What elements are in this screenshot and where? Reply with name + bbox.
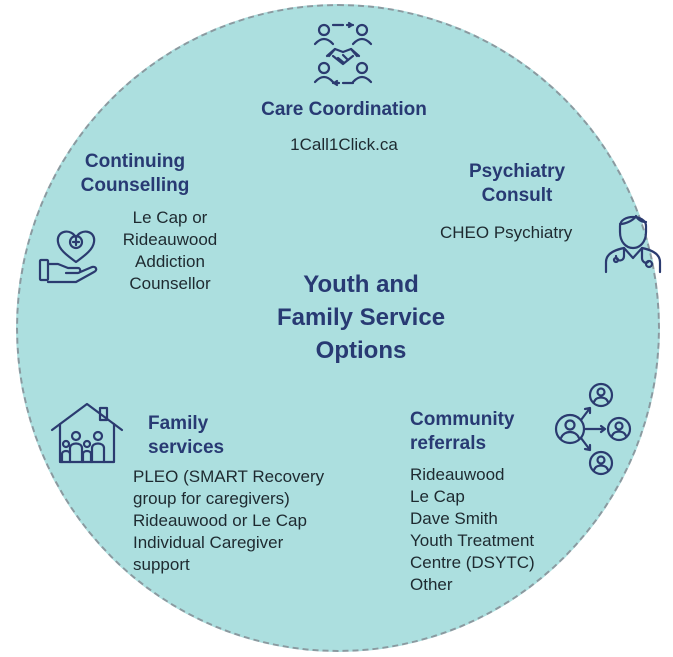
referral-line-2: Le Cap [410,487,465,506]
family-line-3: Rideauwood or Le Cap [133,511,307,530]
center-title-line-1: Youth and [303,271,419,298]
psychiatry-heading-1: Psychiatry [468,161,566,182]
handshake-people-icon [313,21,373,87]
center-title-line-2: Family Service [276,304,446,331]
family-services-heading-2: services [148,437,225,458]
care-coordination-text: 1Call1Click.ca [290,135,398,154]
counselling-line-3: Addiction [135,252,205,271]
doctor-icon [604,214,662,274]
family-house-icon [50,402,124,464]
community-referrals-heading-2: referrals [410,433,487,454]
center-title-line-3: Options [315,337,407,364]
family-services-heading-1: Family [148,413,209,434]
family-line-1: PLEO (SMART Recovery [133,467,325,486]
referral-line-5: Centre (DSYTC) [410,553,535,572]
hand-heart-icon [38,230,98,284]
family-line-4: Individual Caregiver [133,533,284,552]
psychiatry-text: CHEO Psychiatry [440,223,573,242]
care-coordination-heading: Care Coordination [261,99,427,120]
psychiatry-heading-2: Consult [481,185,553,206]
counselling-line-4: Counsellor [129,274,211,293]
counselling-line-1: Le Cap or [132,208,208,227]
continuing-counselling-heading-1: Continuing [84,151,186,172]
referral-line-4: Youth Treatment [410,531,535,550]
referral-network-icon [554,382,632,476]
continuing-counselling-heading-2: Counselling [80,175,190,196]
referral-line-1: Rideauwood [410,465,505,484]
counselling-line-2: Rideauwood [122,230,218,249]
referral-line-3: Dave Smith [410,509,498,528]
service-circle [16,4,660,652]
referral-line-6: Other [410,575,453,594]
family-line-2: group for caregivers) [133,489,290,508]
family-line-5: support [133,555,190,574]
community-referrals-heading-1: Community [410,409,515,430]
